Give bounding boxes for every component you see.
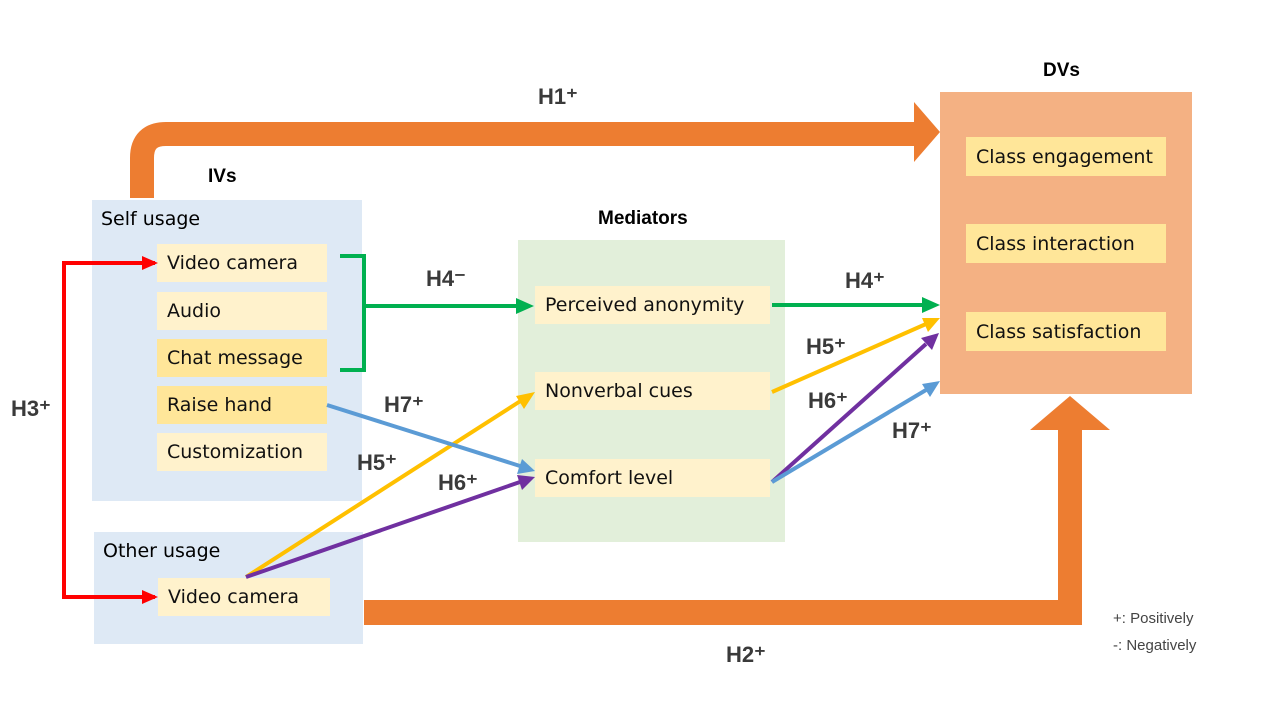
h2-arrow xyxy=(364,396,1110,625)
h7-left-label: H7⁺ xyxy=(384,392,424,417)
iv-customization: Customization xyxy=(157,433,327,471)
h5-left-label: H5⁺ xyxy=(357,450,397,475)
h4-neg-label: H4⁻ xyxy=(426,266,466,291)
h6-left-arrowhead xyxy=(517,475,535,490)
h4-right-arrowhead xyxy=(922,297,940,313)
legend-positive: +: Positively xyxy=(1113,610,1194,627)
mediator-perceived-anonymity: Perceived anonymity xyxy=(535,286,770,324)
h5-right-line xyxy=(771,322,927,394)
self-usage-label: Self usage xyxy=(101,208,201,230)
h3-arrowhead-top xyxy=(142,256,158,270)
mediators-heading: Mediators xyxy=(598,208,688,229)
h7-left-arrowhead xyxy=(517,459,535,474)
h4-left-arrowhead xyxy=(516,298,534,314)
iv-video-camera: Video camera xyxy=(157,244,327,282)
h6-right-line xyxy=(770,342,928,484)
h5-right-label: H5⁺ xyxy=(806,334,846,359)
iv-raise-hand: Raise hand xyxy=(157,386,327,424)
ivs-heading: IVs xyxy=(208,166,237,187)
h6-right-arrowhead xyxy=(921,333,939,350)
dv-class-interaction: Class interaction xyxy=(966,224,1166,263)
h3-label: H3⁺ xyxy=(11,396,51,421)
iv-audio: Audio xyxy=(157,292,327,330)
h7-right-line xyxy=(770,388,928,484)
iv-chat-message: Chat message xyxy=(157,339,327,377)
mediator-nonverbal-cues: Nonverbal cues xyxy=(535,372,770,410)
iv-other-video-camera: Video camera xyxy=(158,578,330,616)
dv-class-engagement: Class engagement xyxy=(966,137,1166,176)
h7-left-line xyxy=(326,403,521,468)
h3-arrowhead-bottom xyxy=(142,590,158,604)
dvs-heading: DVs xyxy=(1043,60,1080,81)
h2-label: H2⁺ xyxy=(726,642,766,667)
other-usage-label: Other usage xyxy=(103,540,221,562)
h4-bracket xyxy=(340,254,366,372)
h6-right-label: H6⁺ xyxy=(808,388,848,413)
h7-right-arrowhead xyxy=(922,381,940,397)
h5-right-arrowhead xyxy=(922,318,940,332)
h1-arrow-shaft xyxy=(130,122,918,198)
mediator-comfort-level: Comfort level xyxy=(535,459,770,497)
h3-arrow-line xyxy=(62,261,155,599)
h1-label: H1⁺ xyxy=(538,84,578,109)
h7-right-label: H7⁺ xyxy=(892,418,932,443)
legend-negative: -: Negatively xyxy=(1113,637,1197,654)
h5-left-arrowhead xyxy=(516,392,535,409)
h5-left-line xyxy=(244,398,524,579)
h4-pos-label: H4⁺ xyxy=(845,268,885,293)
h6-left-line xyxy=(245,480,521,579)
h6-left-label: H6⁺ xyxy=(438,470,478,495)
h1-arrowhead xyxy=(914,102,940,162)
dv-class-satisfaction: Class satisfaction xyxy=(966,312,1166,351)
